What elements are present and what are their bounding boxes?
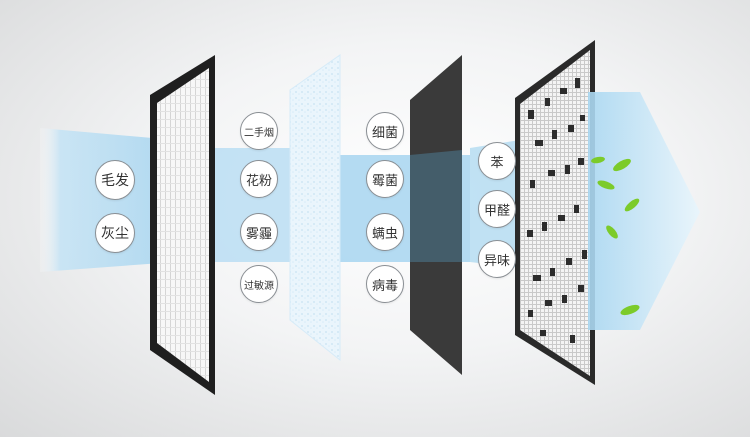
leaf-icons: [591, 156, 640, 316]
bubble-benzene: 苯: [478, 142, 516, 180]
carbon-filter-panel: [515, 40, 595, 385]
pre-filter-panel: [150, 55, 215, 395]
airflow-band-1: [40, 128, 175, 272]
airflow-band-2: [215, 148, 305, 262]
bubble-allergen: 过敏源: [240, 265, 278, 303]
bubble-pollen: 花粉: [240, 160, 278, 198]
bubble-mold: 霉菌: [366, 160, 404, 198]
bubble-dust: 灰尘: [95, 213, 135, 253]
bubble-mites: 螨虫: [366, 213, 404, 251]
bubble-odor: 异味: [478, 240, 516, 278]
bubble-haze: 雾霾: [240, 213, 278, 251]
bubble-formaldehyde: 甲醛: [478, 190, 516, 228]
hepa-filter-panel: [410, 55, 462, 375]
bubble-virus: 病毒: [366, 265, 404, 303]
bubble-bacteria: 细菌: [366, 112, 404, 150]
bubble-secondhand-smoke: 二手烟: [240, 112, 278, 150]
cotton-filter-panel: [289, 54, 341, 362]
bubble-hair: 毛发: [95, 160, 135, 200]
clean-air-arrow: [588, 92, 700, 330]
